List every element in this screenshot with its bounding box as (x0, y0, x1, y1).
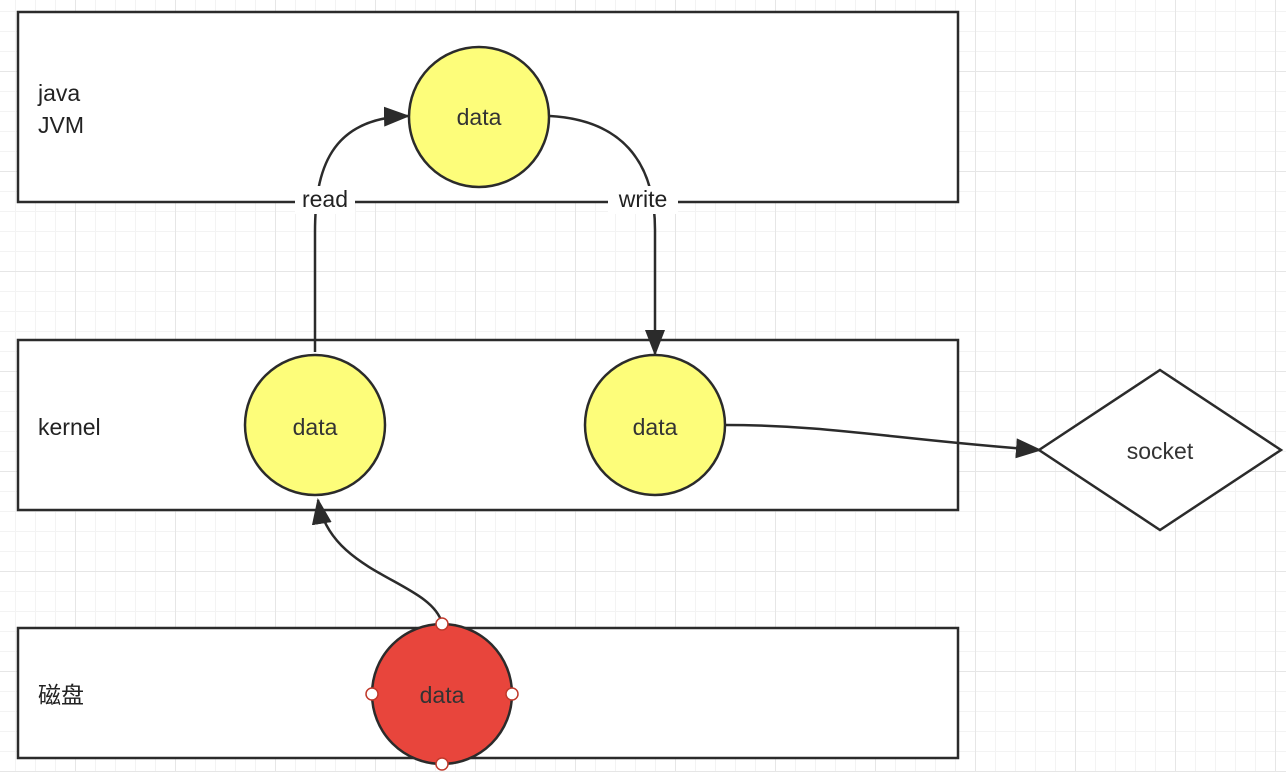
edge-kernel-to-socket-arrow[interactable] (724, 423, 1042, 459)
node-kernel-read-data-label: data (293, 414, 338, 440)
node-socket-label: socket (1127, 438, 1194, 464)
lane-kernel-label: kernel (38, 414, 101, 440)
edge-write-label-group: write (608, 186, 678, 214)
node-socket[interactable]: socket (1036, 368, 1284, 532)
edge-read-label-bg (295, 186, 355, 214)
node-kernel-read-data-circle[interactable] (243, 353, 387, 497)
edge-write-label: write (618, 186, 668, 212)
node-kernel-write-data-circle[interactable] (583, 353, 727, 497)
edge-write-arrow[interactable] (549, 114, 665, 356)
node-disk-data-label: data (420, 682, 465, 708)
selection-handle-top[interactable] (435, 617, 449, 631)
node-kernel-write-data[interactable]: data (583, 353, 727, 497)
edge-write-label-bg (608, 186, 678, 214)
lane-disk-label: 磁盘 (38, 682, 84, 708)
node-jvm-data-circle[interactable] (407, 45, 551, 189)
selection-handle-right[interactable] (505, 687, 519, 701)
node-kernel-write-data-label: data (633, 414, 678, 440)
selection-handle-bottom[interactable] (435, 757, 449, 771)
edge-disk-to-kernel-arrow[interactable] (311, 498, 444, 624)
lane-kernel[interactable]: kernel (16, 338, 960, 512)
lane-kernel-box[interactable] (16, 338, 960, 512)
node-disk-data[interactable]: data (365, 617, 519, 771)
edge-read-label-group: read (295, 186, 355, 214)
selection-handle-left[interactable] (365, 687, 379, 701)
lane-jvm-label-line2: JVM (38, 112, 84, 138)
node-jvm-data[interactable]: data (407, 45, 551, 189)
edge-read-arrow[interactable] (313, 106, 410, 352)
node-jvm-data-label: data (457, 104, 502, 130)
edge-read-label: read (302, 186, 348, 212)
lane-jvm-label-line1: java (37, 80, 80, 106)
node-kernel-read-data[interactable]: data (243, 353, 387, 497)
node-socket-diamond[interactable] (1036, 368, 1284, 532)
